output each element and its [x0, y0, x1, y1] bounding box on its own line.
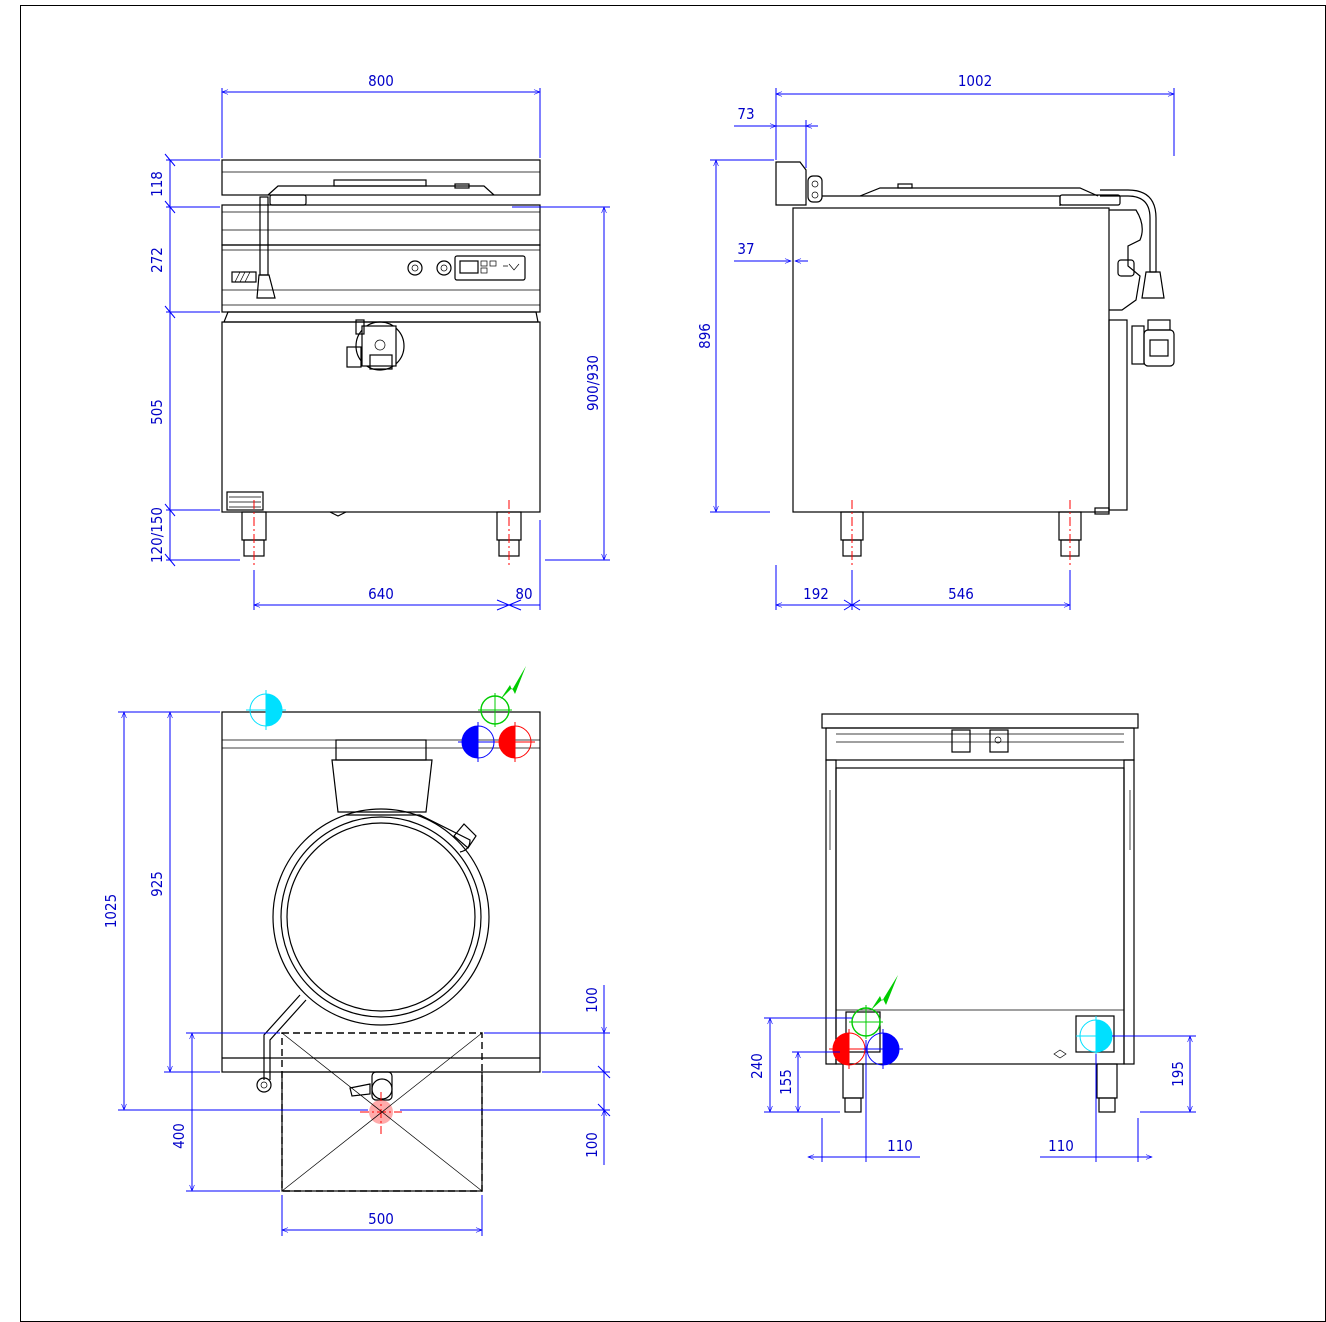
dim-plan-clear-beyond: 100: [583, 1132, 601, 1158]
dim-side-height: 896: [696, 323, 714, 349]
front-dimensions: 800 118 272 505 120/150 900/930 640 80: [148, 72, 610, 611]
dim-rear-x-left: 110: [887, 1137, 913, 1155]
dim-foot-spacing: 640: [368, 585, 394, 603]
plan-view: [221, 711, 541, 1192]
side-dimensions: 1002 73 37 896 192 546: [696, 72, 1175, 611]
dim-front-feet: 120/150: [148, 507, 166, 563]
dim-front-panel: 272: [148, 247, 166, 273]
rear-view: [821, 713, 1139, 1113]
side-view: [775, 161, 1175, 568]
dim-plan-clear-width: 500: [368, 1210, 394, 1228]
dim-foot-offset: 80: [515, 585, 532, 603]
dim-plan-total: 1025: [102, 894, 120, 928]
dim-front-width: 800: [368, 72, 394, 90]
dim-side-foot-spacing: 546: [948, 585, 974, 603]
plan-dimensions: 1025 925 400 100 100 500: [102, 711, 611, 1236]
plan-connections: [246, 666, 535, 762]
dim-rear-drain: 195: [1169, 1061, 1187, 1087]
dim-front-top: 118: [148, 171, 166, 197]
dim-side-inset: 37: [737, 240, 754, 258]
dim-side-depth: 1002: [958, 72, 992, 90]
rear-connections: [829, 975, 1116, 1069]
dim-rear-water: 155: [777, 1069, 795, 1095]
dim-front-total: 900/930: [584, 355, 602, 411]
dim-rear-gas: 240: [748, 1053, 766, 1079]
dim-front-body: 505: [148, 399, 166, 425]
dim-side-overhang: 73: [737, 105, 754, 123]
dim-plan-body: 925: [148, 871, 166, 897]
rear-dimensions: 240 155 195 110 110: [748, 1017, 1196, 1162]
sheet-border: [20, 5, 1326, 1322]
dim-plan-clear-depth: 400: [170, 1123, 188, 1149]
dim-plan-clear-front: 100: [583, 987, 601, 1013]
dim-side-foot-offset: 192: [803, 585, 829, 603]
front-view: [221, 159, 541, 568]
dim-rear-x-right: 110: [1048, 1137, 1074, 1155]
